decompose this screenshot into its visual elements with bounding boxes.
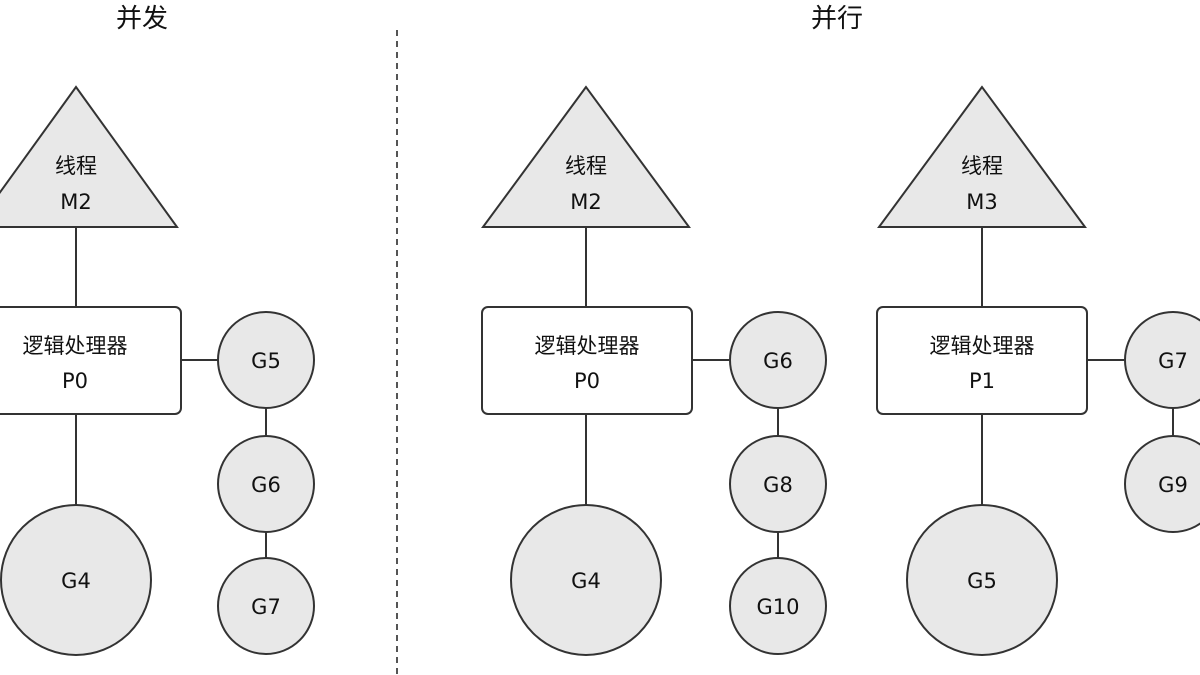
thread-node: 线程 M2 xyxy=(0,85,179,228)
goroutine-circle xyxy=(906,504,1058,656)
thread-label: 线程 xyxy=(55,154,97,178)
thread-node: 线程 M2 xyxy=(481,85,691,228)
queued-goroutine: G5 xyxy=(217,311,315,409)
queued-goroutine: G8 xyxy=(729,435,827,533)
thread-id: M2 xyxy=(60,190,91,214)
goroutine-label: G8 xyxy=(763,473,793,497)
goroutine-circle xyxy=(217,311,315,409)
queued-goroutine: G7 xyxy=(217,557,315,655)
running-goroutine: G4 xyxy=(510,504,662,656)
goroutine-label: G7 xyxy=(251,595,281,619)
processor-node: 逻辑处理器 P0 xyxy=(481,306,693,415)
goroutine-label: G4 xyxy=(61,569,91,593)
processor-label: 逻辑处理器 xyxy=(23,334,128,358)
goroutine-label: G6 xyxy=(251,473,281,497)
thread-triangle xyxy=(0,85,179,228)
processor-box xyxy=(0,306,182,415)
goroutine-label: G7 xyxy=(1158,349,1188,373)
goroutine-label: G5 xyxy=(967,569,997,593)
processor-label: 逻辑处理器 xyxy=(535,334,640,358)
thread-triangle xyxy=(481,85,691,228)
running-goroutine: G4 xyxy=(0,504,152,656)
goroutine-label: G10 xyxy=(757,595,800,619)
thread-label: 线程 xyxy=(565,154,607,178)
goroutine-circle xyxy=(729,435,827,533)
goroutine-circle xyxy=(1124,311,1200,409)
processor-node: 逻辑处理器 P1 xyxy=(876,306,1088,415)
goroutine-circle xyxy=(217,557,315,655)
processor-box xyxy=(876,306,1088,415)
goroutine-label: G6 xyxy=(763,349,793,373)
queued-goroutine: G6 xyxy=(729,311,827,409)
queued-goroutine: G10 xyxy=(729,557,827,655)
thread-node: 线程 M3 xyxy=(877,85,1087,228)
goroutine-circle xyxy=(1124,435,1200,533)
queued-goroutine: G9 xyxy=(1124,435,1200,533)
processor-box xyxy=(481,306,693,415)
goroutine-circle xyxy=(0,504,152,656)
processor-label: 逻辑处理器 xyxy=(930,334,1035,358)
goroutine-circle xyxy=(217,435,315,533)
thread-label: 线程 xyxy=(961,154,1003,178)
queued-goroutine: G7 xyxy=(1124,311,1200,409)
processor-id: P0 xyxy=(574,369,600,393)
goroutine-label: G9 xyxy=(1158,473,1188,497)
processor-node: 逻辑处理器 P0 xyxy=(0,306,182,415)
thread-id: M3 xyxy=(966,190,997,214)
goroutine-circle xyxy=(729,311,827,409)
goroutine-circle xyxy=(510,504,662,656)
concurrency-title: 并发 xyxy=(116,4,168,34)
parallelism-title: 并行 xyxy=(811,4,863,34)
thread-triangle xyxy=(877,85,1087,228)
parallel-group-a: 线程 M2 逻辑处理器 P0 G4 G6 G8 G10 xyxy=(481,85,827,656)
goroutine-label: G5 xyxy=(251,349,281,373)
concurrency-group: 线程 M2 逻辑处理器 P0 G4 G5 G6 G7 xyxy=(0,85,315,656)
processor-id: P0 xyxy=(62,369,88,393)
parallel-group-b: 线程 M3 逻辑处理器 P1 G5 G7 G9 xyxy=(876,85,1200,656)
goroutine-label: G4 xyxy=(571,569,601,593)
running-goroutine: G5 xyxy=(906,504,1058,656)
goroutine-circle xyxy=(729,557,827,655)
queued-goroutine: G6 xyxy=(217,435,315,533)
thread-id: M2 xyxy=(570,190,601,214)
processor-id: P1 xyxy=(969,369,995,393)
